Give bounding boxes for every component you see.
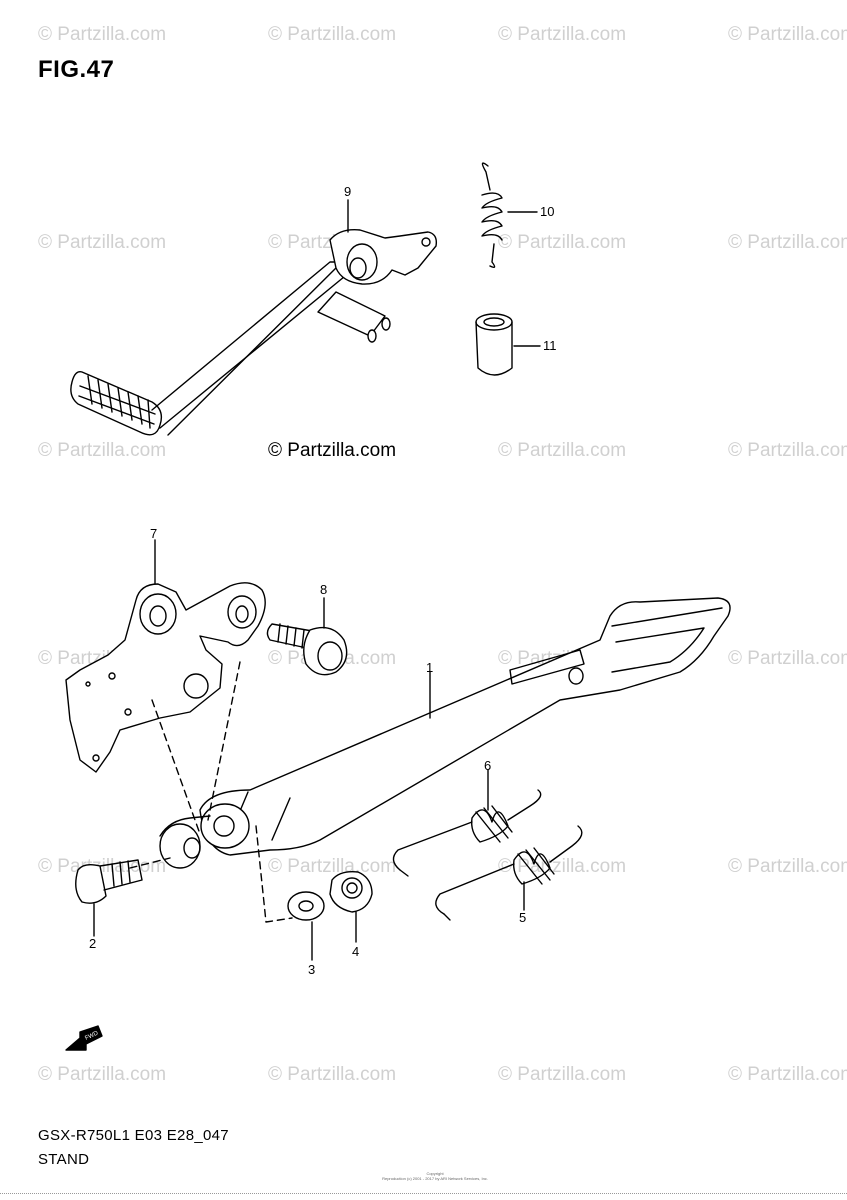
part-label-6: 6 (484, 758, 491, 773)
part-10-spring[interactable] (481, 162, 538, 269)
fwd-label: FWD (84, 1030, 100, 1041)
part-label-10: 10 (540, 204, 554, 219)
part-label-11: 11 (543, 338, 557, 353)
bottom-divider (0, 1193, 847, 1194)
part-label-4: 4 (352, 944, 359, 959)
watermark: © Partzilla.com (728, 856, 847, 877)
part-label-5: 5 (519, 910, 526, 925)
part-3-washer[interactable] (287, 891, 325, 961)
watermark: © Partzilla.com (268, 1064, 397, 1085)
watermark: © Partzilla.com (498, 1064, 627, 1085)
figure-title: FIG.47 (38, 56, 115, 83)
watermark: © Partzilla.com (38, 440, 167, 461)
alignment-lines (129, 661, 293, 923)
part-label-8: 8 (320, 582, 327, 597)
center-watermark: © Partzilla.com (268, 440, 397, 461)
watermark: © Partzilla.com (728, 24, 847, 45)
part-8-bolt[interactable] (266, 597, 348, 676)
part-2-pivot-bolt[interactable] (75, 859, 143, 937)
part-label-7: 7 (150, 526, 157, 541)
watermark: © Partzilla.com (498, 24, 627, 45)
watermark: © Partzilla.com (728, 232, 847, 253)
fwd-arrow-icon (65, 1025, 103, 1051)
watermark: © Partzilla.com (498, 856, 627, 877)
part-label-2: 2 (89, 936, 96, 951)
watermark: © Partzilla.com (728, 1064, 847, 1085)
part-1-side-stand[interactable] (159, 597, 731, 869)
part-9-shift-lever[interactable] (70, 199, 438, 436)
copyright-note: Copyright Reproduction (c) 2001 - 2017 b… (330, 1171, 540, 1181)
model-code: GSX-R750L1 E03 E28_047 (38, 1127, 229, 1144)
watermark: © Partzilla.com (268, 856, 397, 877)
watermark: © Partzilla.com (38, 232, 167, 253)
watermark: © Partzilla.com (268, 24, 397, 45)
part-4-nut[interactable] (329, 870, 373, 943)
part-5-spring[interactable] (435, 825, 583, 921)
watermark: © Partzilla.com (728, 648, 847, 669)
part-label-9: 9 (344, 184, 351, 199)
watermark: © Partzilla.com (498, 440, 627, 461)
copyright-line: Reproduction (c) 2001 - 2017 by ARI Netw… (382, 1176, 488, 1181)
part-label-3: 3 (308, 962, 315, 977)
watermark: © Partzilla.com (498, 232, 627, 253)
watermark: © Partzilla.com (38, 1064, 167, 1085)
section-title: STAND (38, 1151, 90, 1168)
part-7-bracket[interactable] (65, 539, 266, 773)
part-label-1: 1 (426, 660, 433, 675)
watermark: © Partzilla.com (728, 440, 847, 461)
part-11-bushing[interactable] (475, 313, 541, 376)
watermark: © Partzilla.com (38, 24, 167, 45)
part-6-spring[interactable] (392, 769, 542, 877)
copyright-line: Copyright (426, 1171, 444, 1176)
